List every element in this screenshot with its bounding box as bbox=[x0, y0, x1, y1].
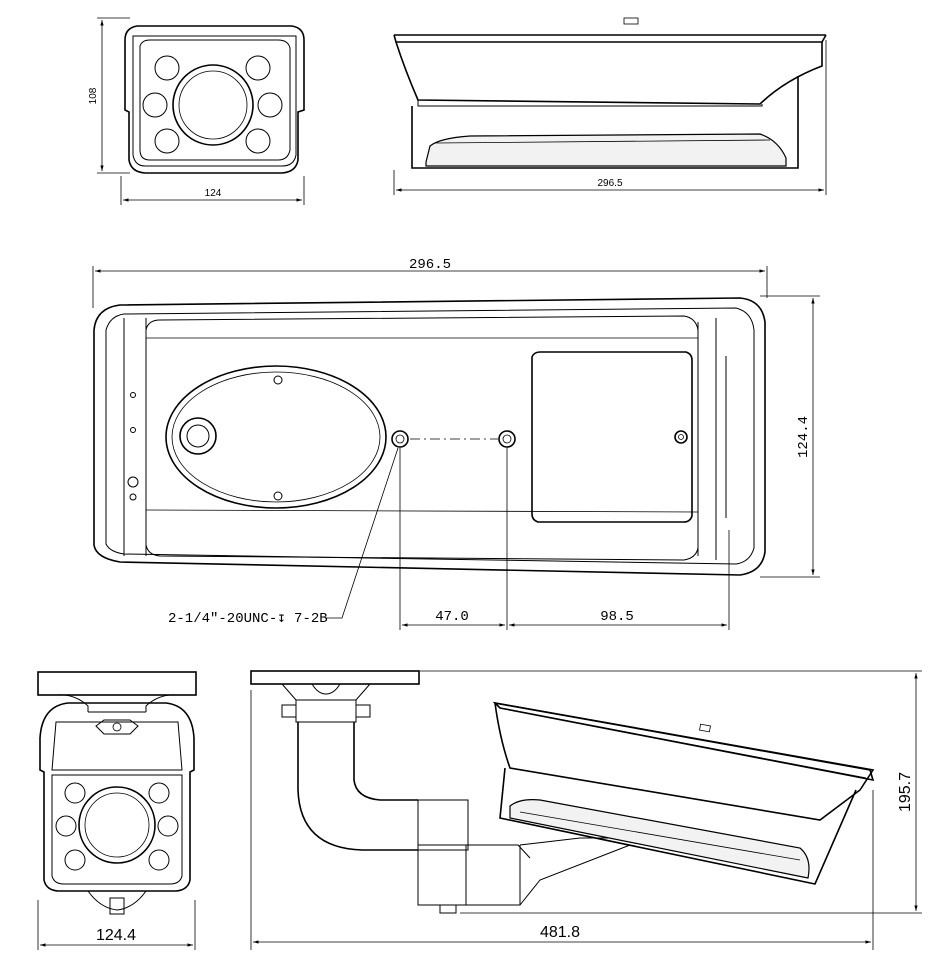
bracket-front-view: 124.4 bbox=[37, 671, 197, 950]
lens bbox=[172, 64, 254, 146]
ir-led bbox=[245, 128, 271, 154]
hole-spacing-label: 47.0 bbox=[435, 609, 469, 625]
bracket-front-width-label: 124.4 bbox=[96, 927, 136, 944]
side-view: 296.5 bbox=[393, 17, 827, 195]
hole-offset-label: 98.5 bbox=[600, 609, 634, 625]
bottom-width-label: 124.4 bbox=[796, 416, 812, 458]
front-height-label: 108 bbox=[88, 87, 99, 104]
ir-led bbox=[142, 92, 168, 118]
mount-hole bbox=[391, 430, 409, 448]
ir-led bbox=[154, 55, 180, 81]
ir-led bbox=[245, 55, 271, 81]
ir-led bbox=[154, 128, 180, 154]
bottom-length-label: 296.5 bbox=[409, 257, 451, 273]
bracket-side-height-label: 195.7 bbox=[897, 772, 914, 812]
bottom-view: 296.5 124.4 bbox=[92, 257, 820, 630]
front-view: 108 124 bbox=[88, 17, 305, 205]
mount-hole bbox=[498, 430, 516, 448]
bracket-side-view: 481.8 195.7 bbox=[250, 670, 922, 950]
thread-callout: 2-1/4"-20UNC-↧ 7-2B bbox=[168, 611, 328, 627]
side-length-label: 296.5 bbox=[597, 178, 622, 189]
ir-led bbox=[257, 92, 283, 118]
front-width-label: 124 bbox=[205, 188, 222, 199]
bracket-side-length-label: 481.8 bbox=[540, 924, 580, 941]
